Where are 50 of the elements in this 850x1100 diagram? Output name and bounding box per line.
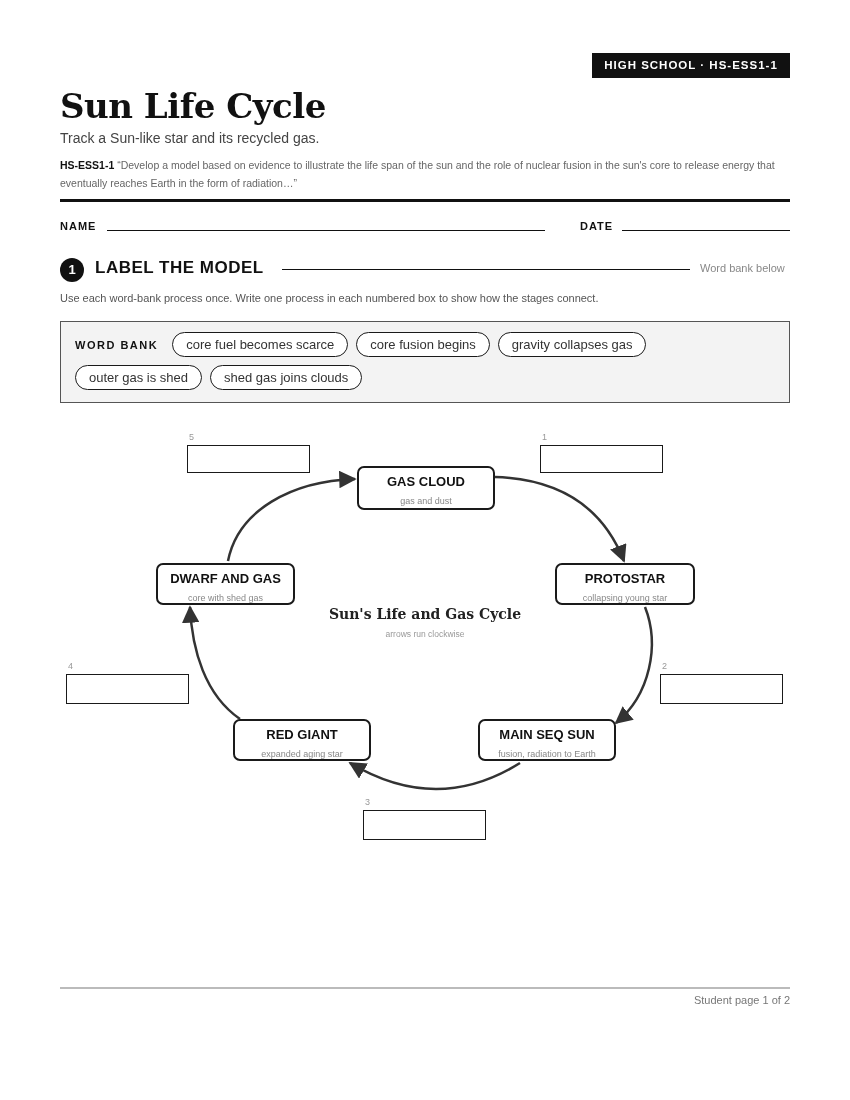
box-number: 2: [662, 661, 667, 671]
arrow: [348, 761, 521, 791]
stage-description: core with shed gas: [187, 593, 263, 603]
answer-box: [66, 674, 189, 704]
box-number: 4: [68, 661, 73, 671]
panel-heading: WORD BANK: [75, 338, 159, 351]
arrow: [182, 605, 241, 720]
box-number: 5: [189, 432, 194, 442]
answer-box: [187, 445, 310, 473]
arrow: [614, 606, 653, 725]
page-title: Sun Life Cycle: [60, 86, 326, 126]
stage-box: [357, 466, 495, 510]
stage-box: [478, 719, 616, 761]
stage-name: GAS CLOUD: [387, 474, 465, 489]
stage-box: [555, 563, 695, 605]
page-number: Student page 1 of 2: [692, 994, 790, 1006]
box-number: 1: [542, 432, 547, 442]
word-chip: shed gas joins clouds: [210, 365, 363, 390]
stage-description: gas and dust: [400, 496, 452, 506]
subtitle: Track a Sun-like star and its recycled gas.: [60, 130, 320, 146]
word-chip: core fuel becomes scarce: [172, 332, 349, 357]
box-number: 3: [365, 797, 370, 807]
grade-badge: HIGH SCHOOL · HS-ESS1-1: [592, 53, 790, 78]
answer-box: [540, 445, 663, 473]
standard-text: HS-ESS1-1 “Develop a model based on evidence to illustrate the life span of the sun and the role of nuclear fusion in the sun's core to release energy that eventually reaches Earth in the form of radiation…”: [60, 158, 776, 191]
stage-description: expanded aging star: [261, 749, 343, 759]
stage-box: [233, 719, 371, 761]
instruction-text: Use each word-bank process once. Write one process in each numbered box to show how the stages connect.: [60, 292, 599, 304]
arrow: [494, 475, 626, 563]
diagram-note: arrows run clockwise: [384, 629, 466, 639]
stage-box: [156, 563, 295, 605]
field-label: DATE: [580, 220, 614, 232]
answer-box: [660, 674, 783, 704]
word-chip: core fusion begins: [356, 332, 490, 357]
stage-name: RED GIANT: [266, 727, 338, 742]
diagram-label: Sun's Life and Gas Cycle: [327, 606, 523, 622]
stage-name: DWARF AND GAS: [170, 571, 281, 586]
stage-name: PROTOSTAR: [584, 571, 666, 586]
section-heading: LABEL THE MODEL: [95, 258, 264, 278]
hint-text: Word bank below: [700, 262, 785, 274]
answer-box: [363, 810, 486, 840]
word-chip: gravity collapses gas: [497, 332, 647, 357]
arrow: [226, 471, 357, 562]
stage-name: MAIN SEQ SUN: [499, 727, 595, 742]
field-label: NAME: [60, 220, 97, 232]
step-number: 1: [60, 258, 84, 282]
stage-description: collapsing young star: [582, 593, 668, 603]
word-chip: outer gas is shed: [75, 365, 202, 390]
stage-description: fusion, radiation to Earth: [498, 749, 596, 759]
word-bank-panel: [60, 321, 790, 403]
